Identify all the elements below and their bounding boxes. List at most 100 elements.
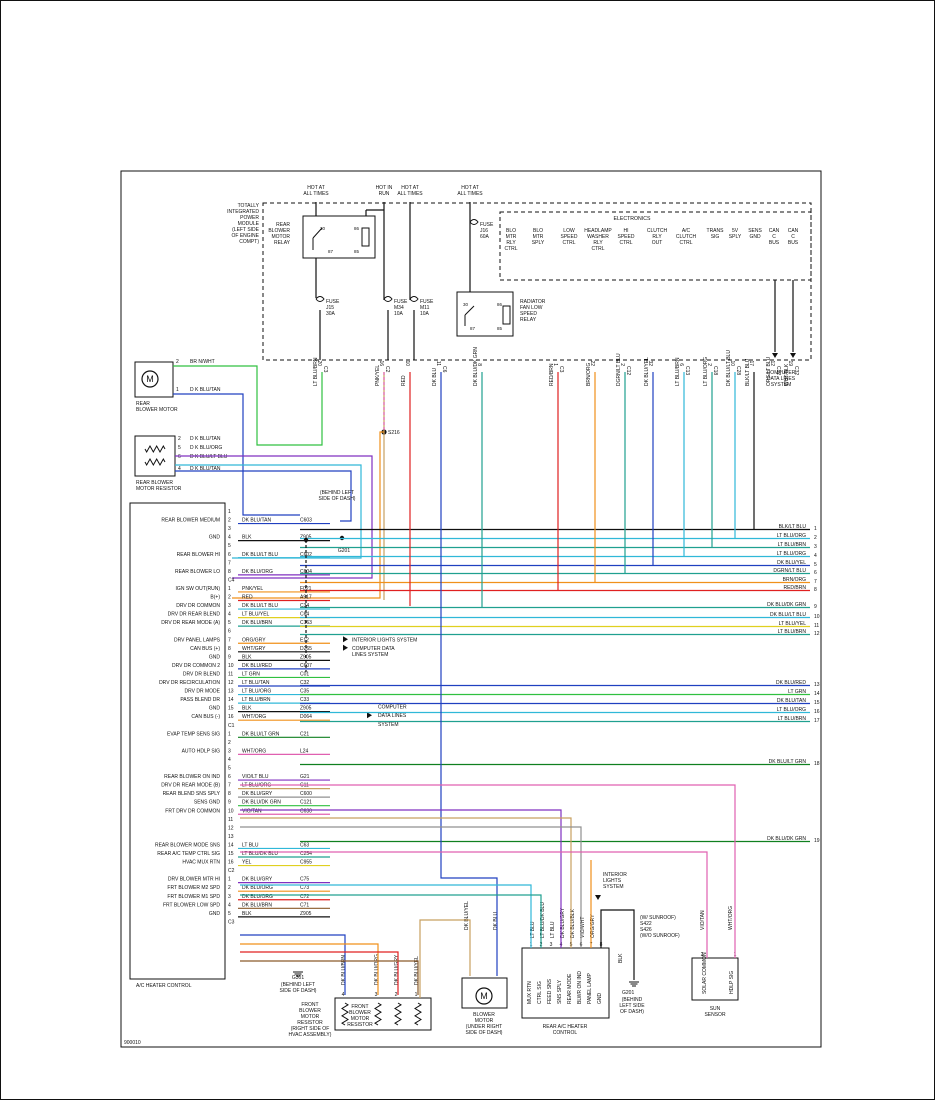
controller-wire-label: ORG/GRY <box>242 637 266 643</box>
front-resistor-symbol <box>414 1002 422 1026</box>
controller-wire-label: DK BLU/BRN <box>242 620 272 626</box>
module-wire-color-label: PNK/YEL <box>375 365 381 386</box>
module-connector-number: C6 <box>441 366 447 373</box>
controller-circuit-label: D064 <box>300 714 312 720</box>
controller-outline <box>129 502 226 980</box>
controller-pin-label: GND <box>209 535 221 541</box>
module-title: MODULE <box>238 221 260 227</box>
front-resistor-symbol <box>341 1002 349 1026</box>
controller-wire-label: BLK <box>242 654 252 660</box>
controller-pin: C3 <box>228 919 235 925</box>
right-wire-label: LT BLU/BRN <box>778 716 807 722</box>
controller-circuit-label: Z905 <box>300 706 312 712</box>
rear-control-wire-label: VIO/WHT <box>580 917 586 938</box>
hot-label: ALL TIMES <box>303 191 329 197</box>
behind-dash-note: (BEHIND LEFT <box>320 490 354 496</box>
module-title: INTEGRATED <box>227 209 259 215</box>
controller-pin-label: REAR BLOWER LO <box>175 569 220 575</box>
side-note: DATA LINES <box>378 713 407 719</box>
controller-wire-label: DK BLU/TAN <box>242 518 271 524</box>
controller-pin: 5 <box>228 543 231 549</box>
right-wire-number: 11 <box>814 623 819 629</box>
right-wire-number: 1 <box>814 526 817 532</box>
controller-pin: 1 <box>228 731 231 737</box>
controller-pin: 3 <box>228 603 231 609</box>
controller-pin: 4 <box>228 757 231 763</box>
controller-circuit-label: C72 <box>300 894 309 900</box>
electronics-pin-label: BLO <box>533 228 543 234</box>
controller-pin: 5 <box>228 766 231 772</box>
controller-pin-label: REAR BLOWER HI <box>177 552 220 558</box>
rear-relay-label: REAR <box>276 222 290 228</box>
ground-g201-icon <box>629 981 639 987</box>
controller-pin: 12 <box>228 825 234 831</box>
right-wire-number: 17 <box>814 718 820 724</box>
controller-pin: 3 <box>228 748 231 754</box>
controller-pin: 4 <box>228 535 231 541</box>
controller-pin: 3 <box>228 526 231 532</box>
controller-pin-label: DRV DR REAR MODE (A) <box>161 620 220 626</box>
electronics-pin-label: SIG <box>711 234 720 240</box>
interior-lights-arrow-icon <box>595 895 601 900</box>
right-wire-number: 12 <box>814 631 820 637</box>
side-note: COMPUTER <box>378 705 407 711</box>
rbr-wire-label: D K BLU/LT BLU <box>190 454 228 460</box>
rear-resistor-symbol <box>144 457 166 467</box>
controller-pin-label: PASS BLEND DR <box>180 697 220 703</box>
controller-pin-label: FRT BLOWER LOW SPD <box>163 902 220 908</box>
sun-sensor-pin-label: SOLAR COMMON <box>702 952 708 994</box>
fuse-icon <box>315 296 325 302</box>
blower-feed-wire <box>419 919 471 998</box>
rear-control-wire-label: LT BLU <box>530 921 536 938</box>
side-note: COMPUTER DATA <box>352 646 395 652</box>
front-m1-wire <box>240 951 399 995</box>
module-wire-color-label: LT BLU/BRN <box>675 357 681 386</box>
controller-wire-label: PNK/YEL <box>242 586 263 592</box>
controller-pin-label: SENS GND <box>194 800 221 806</box>
right-wire-number: 16 <box>814 709 820 715</box>
electronics-pin-label: MTR <box>506 234 517 240</box>
controller-wire-label: YEL <box>242 860 252 866</box>
module-wire-color-label: RED/BRN <box>549 363 555 386</box>
front-resistor-name: MOTOR <box>301 1014 320 1020</box>
module-connector-number: C13 <box>684 366 690 375</box>
controller-wire-label: LT BLU/YEL <box>242 612 270 618</box>
controller-pin-label: DRV DR MODE <box>185 689 221 695</box>
fuse-label: 10A <box>394 311 404 317</box>
module-wire-color-label: BRN/ORG <box>586 363 592 386</box>
controller-pin-label: FRT BLOWER M2 SPD <box>167 885 220 891</box>
electronics-pin-label: A/C <box>682 228 691 234</box>
module-wire-color-label: ORG/LT BLU <box>766 356 772 386</box>
right-wire-number: 2 <box>814 535 817 541</box>
module-title: POWER <box>240 215 259 221</box>
relay-pin-label: 30 <box>463 302 469 307</box>
arrow-icon <box>343 644 348 651</box>
rear-control-wire-label: LT BLU <box>550 921 556 938</box>
controller-pin-label: AUTO HDLP SIG <box>182 748 221 754</box>
controller-pin: 14 <box>228 842 234 848</box>
computer-data-label: SYSTEM <box>771 382 792 388</box>
right-wire-label: DK BLU/TAN <box>777 698 806 704</box>
sunroof-note: (W/ SUNROOF) <box>640 915 676 921</box>
rear-hi-wire <box>175 464 362 559</box>
controller-pin-label: DRV DR BLEND <box>183 671 221 677</box>
controller-wire-label: VIO/TAN <box>242 808 262 814</box>
electronics-pin-label: C <box>791 234 795 240</box>
electronics-pin-label: TRANS <box>707 228 725 234</box>
controller-pin: 16 <box>228 714 234 720</box>
right-wire-number: 3 <box>814 544 817 550</box>
front-resistor-symbol <box>374 1002 382 1026</box>
interior-lights-label: LIGHTS <box>603 878 622 884</box>
rear-control-wire-label: DK BLU/GRY <box>560 907 566 938</box>
module-pin-number: 2 <box>706 363 712 366</box>
sunroof-note: (W/O SUNROOF) <box>640 933 680 939</box>
fuse-label: FUSE <box>326 299 340 305</box>
module-wire-color-label: RED <box>401 375 407 386</box>
module-pin-number: 2 <box>619 363 625 366</box>
controller-title: A/C HEATER CONTROL <box>136 983 192 989</box>
ground-note: (BEHIND <box>622 997 643 1003</box>
relay-pin-label: 87 <box>470 326 476 331</box>
blower-wire-label: DK BLU/YEL <box>464 901 470 930</box>
motor-label: M <box>480 991 488 1001</box>
